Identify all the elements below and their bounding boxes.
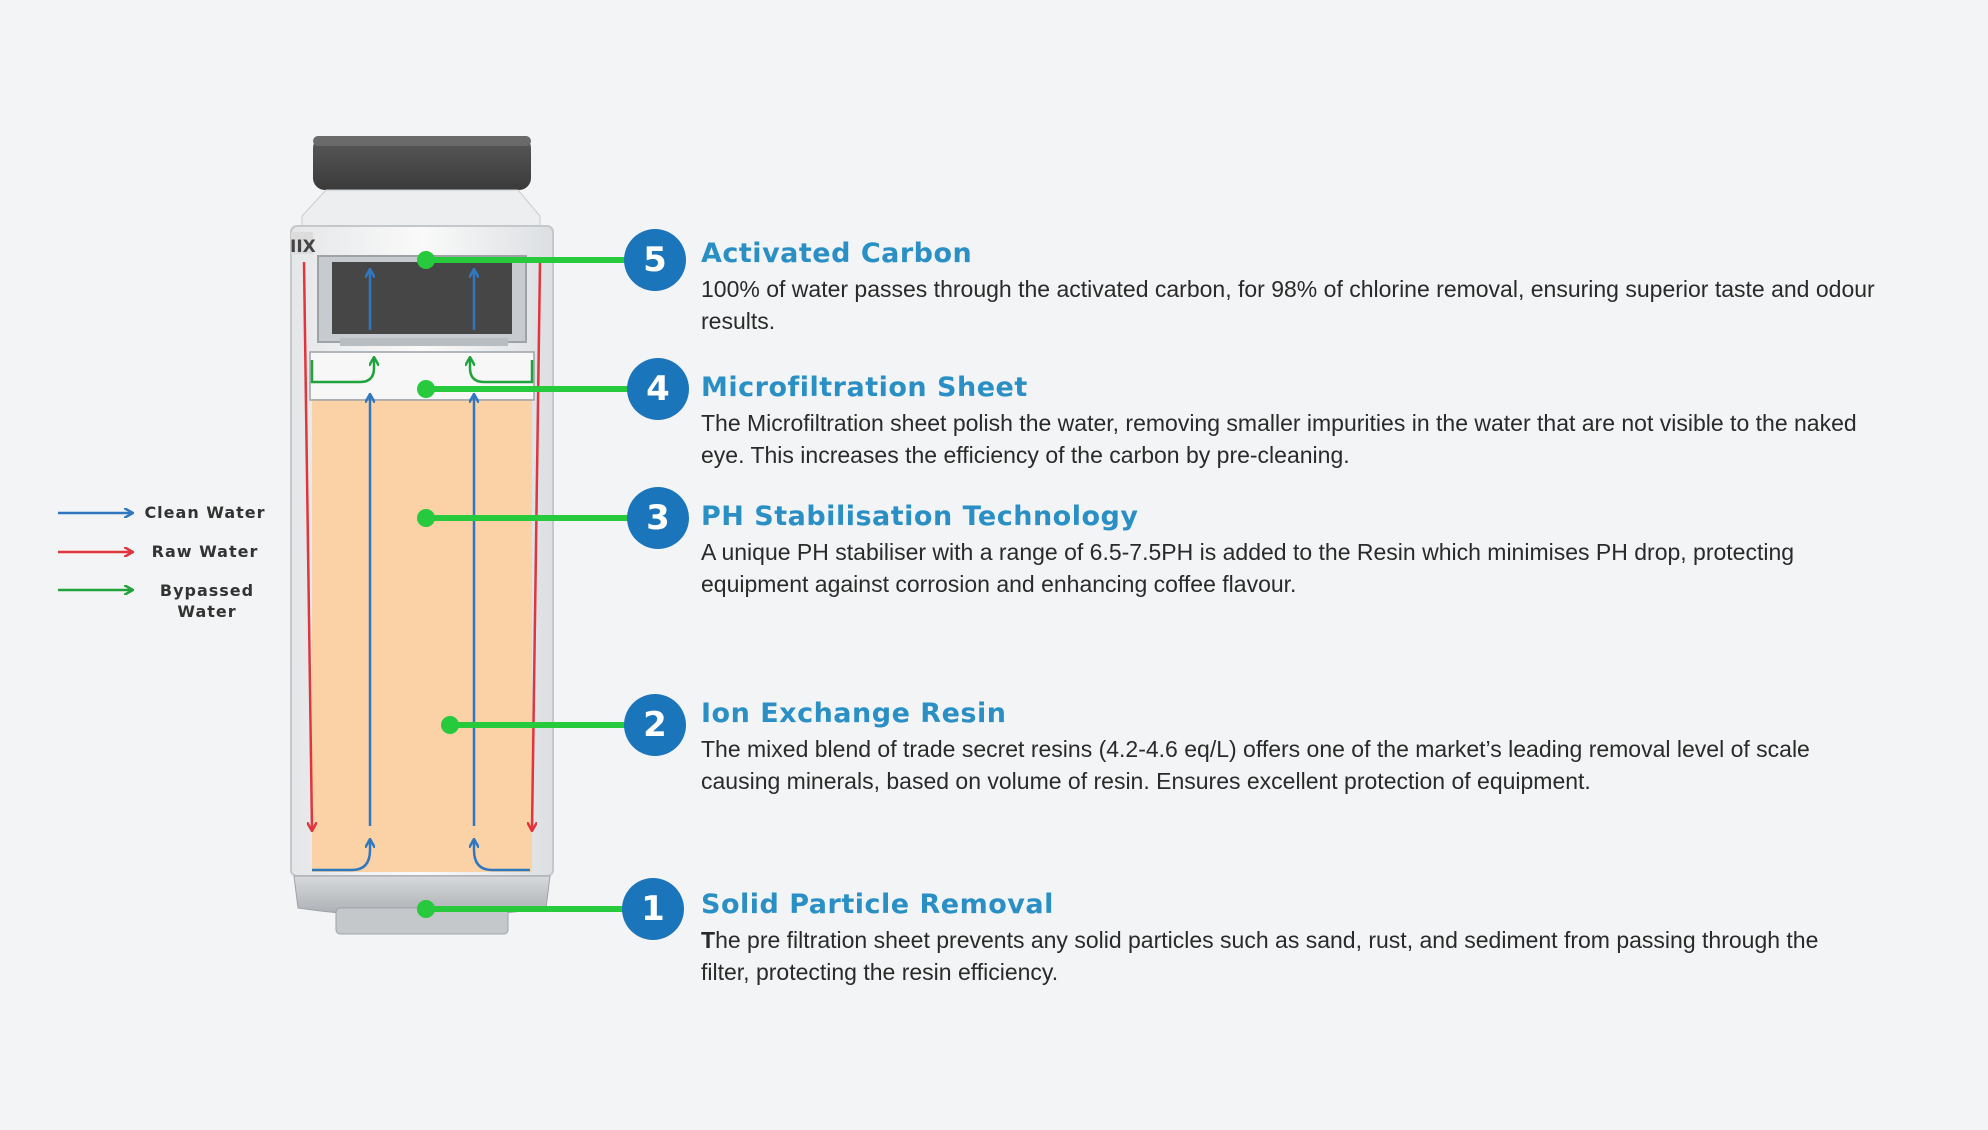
stage-5-activated-carbon: Activated Carbon 100% of water passes th… bbox=[701, 237, 1901, 337]
stage-badge-4: 4 bbox=[627, 358, 689, 420]
stage-title: Activated Carbon bbox=[701, 238, 973, 269]
stage-title: PH Stabilisation Technology bbox=[701, 501, 1139, 532]
stage-1-solid-particle-removal: Solid Particle Removal The pre filtratio… bbox=[701, 888, 1901, 988]
stage-description: The pre filtration sheet prevents any so… bbox=[701, 924, 1831, 988]
legend-label-bypassed-water: Bypassed Water bbox=[159, 581, 255, 621]
stage-title: Ion Exchange Resin bbox=[701, 698, 1007, 729]
legend-label-clean-water: Clean Water bbox=[144, 503, 266, 522]
description-rest: he pre filtration sheet prevents any sol… bbox=[701, 927, 1819, 985]
raw-water-flow-arrows bbox=[302, 261, 542, 830]
stage-title: Microfiltration Sheet bbox=[701, 372, 1028, 403]
stage-2-ion-exchange-resin: Ion Exchange Resin The mixed blend of tr… bbox=[701, 697, 1901, 797]
cartridge-label-fragment: IIX bbox=[290, 237, 316, 257]
stage-badge-1: 1 bbox=[622, 878, 684, 940]
stage-4-microfiltration-sheet: Microfiltration Sheet The Microfiltratio… bbox=[701, 371, 1901, 471]
resin-chamber bbox=[312, 400, 532, 872]
stage-title: Solid Particle Removal bbox=[701, 889, 1054, 920]
stage-description: 100% of water passes through the activat… bbox=[701, 276, 1875, 334]
stage-description: The mixed blend of trade secret resins (… bbox=[701, 736, 1810, 794]
cartridge-cap bbox=[313, 136, 531, 190]
stage-badge-5: 5 bbox=[624, 229, 686, 291]
legend-label-raw-water: Raw Water bbox=[151, 542, 259, 561]
stage-badge-2: 2 bbox=[624, 694, 686, 756]
carbon-chamber bbox=[317, 255, 527, 346]
callout-lines bbox=[417, 251, 630, 918]
clean-water-flow-arrows bbox=[312, 270, 530, 872]
stage-description: A unique PH stabiliser with a range of 6… bbox=[701, 539, 1795, 597]
stage-description: The Microfiltration sheet polish the wat… bbox=[701, 410, 1857, 468]
bypassed-water-flow-arrows bbox=[310, 358, 534, 384]
legend-arrows bbox=[58, 513, 132, 590]
cartridge-shoulder bbox=[301, 189, 541, 227]
stage-3-ph-stabilisation: PH Stabilisation Technology A unique PH … bbox=[701, 500, 1901, 600]
description-first-letter: T bbox=[701, 927, 716, 953]
stage-badge-3: 3 bbox=[627, 487, 689, 549]
